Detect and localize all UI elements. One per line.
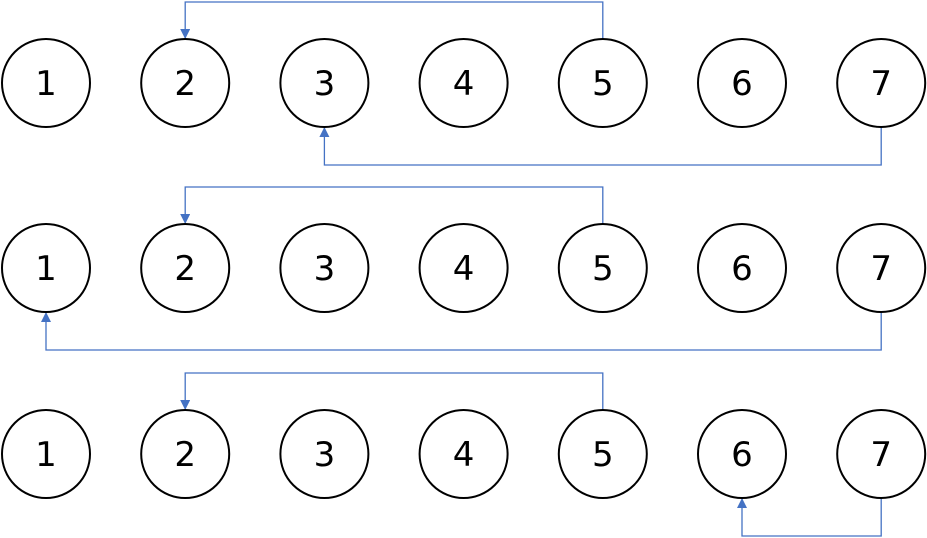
node-5-row-1: 5 <box>557 38 648 128</box>
node-2-row-2: 2 <box>140 223 231 313</box>
node-label: 6 <box>731 64 753 104</box>
node-2-row-1: 2 <box>140 38 231 128</box>
node-3-row-1: 3 <box>279 38 370 128</box>
node-circle <box>279 409 370 499</box>
node-4-row-3: 4 <box>418 409 509 499</box>
node-6-row-3: 6 <box>697 409 787 499</box>
node-label: 4 <box>453 64 475 104</box>
node-circle <box>836 38 927 128</box>
node-5-row-2: 5 <box>557 223 648 313</box>
node-circle <box>697 223 787 313</box>
node-label: 6 <box>731 249 753 289</box>
node-6-row-2: 6 <box>697 223 787 313</box>
node-6-row-1: 6 <box>697 38 787 128</box>
node-label: 1 <box>35 435 57 475</box>
node-1-row-1: 1 <box>1 38 91 128</box>
node-label: 7 <box>870 435 892 475</box>
node-circle <box>140 38 231 128</box>
node-label: 5 <box>592 64 614 104</box>
node-circle <box>836 409 927 499</box>
edges-layer <box>41 1 882 537</box>
node-circle <box>279 38 370 128</box>
node-circle <box>697 38 787 128</box>
node-label: 3 <box>314 435 336 475</box>
connector-5-to-2-row-3 <box>180 372 604 410</box>
node-label: 3 <box>314 249 336 289</box>
node-circle <box>557 409 648 499</box>
node-1-row-2: 1 <box>1 223 91 313</box>
node-label: 2 <box>174 64 196 104</box>
node-label: 2 <box>174 249 196 289</box>
node-4-row-1: 4 <box>418 38 509 128</box>
node-circle <box>1 223 91 313</box>
connector-7-to-1-row-2 <box>41 312 882 351</box>
node-label: 2 <box>174 435 196 475</box>
node-circle <box>557 38 648 128</box>
node-3-row-3: 3 <box>279 409 370 499</box>
node-circle <box>140 223 231 313</box>
node-label: 1 <box>35 64 57 104</box>
node-2-row-3: 2 <box>140 409 231 499</box>
node-4-row-2: 4 <box>418 223 509 313</box>
node-label: 5 <box>592 249 614 289</box>
node-5-row-3: 5 <box>557 409 648 499</box>
node-label: 4 <box>453 249 475 289</box>
node-circle <box>557 223 648 313</box>
node-7-row-3: 7 <box>836 409 927 499</box>
connector-5-to-2-row-2 <box>180 186 604 224</box>
connector-5-to-2-row-1 <box>180 1 604 39</box>
node-7-row-2: 7 <box>836 223 927 313</box>
node-label: 1 <box>35 249 57 289</box>
node-7-row-1: 7 <box>836 38 927 128</box>
nodes-layer: 1 2 3 4 5 6 7 1 2 3 4 5 6 7 1 2 3 4 5 6 7 <box>1 38 927 499</box>
node-1-row-3: 1 <box>1 409 91 499</box>
node-label: 7 <box>870 249 892 289</box>
node-circle <box>418 223 509 313</box>
node-label: 6 <box>731 435 753 475</box>
node-circle <box>418 409 509 499</box>
node-label: 5 <box>592 435 614 475</box>
node-circle <box>1 409 91 499</box>
node-circle <box>418 38 509 128</box>
node-label: 3 <box>314 64 336 104</box>
node-circle <box>1 38 91 128</box>
node-3-row-2: 3 <box>279 223 370 313</box>
node-label: 7 <box>870 64 892 104</box>
node-circle <box>697 409 787 499</box>
node-circle <box>140 409 231 499</box>
node-circle <box>279 223 370 313</box>
connector-7-to-6-row-3 <box>737 498 882 537</box>
node-label: 4 <box>453 435 475 475</box>
connector-7-to-3-row-1 <box>319 127 882 166</box>
node-circle <box>836 223 927 313</box>
